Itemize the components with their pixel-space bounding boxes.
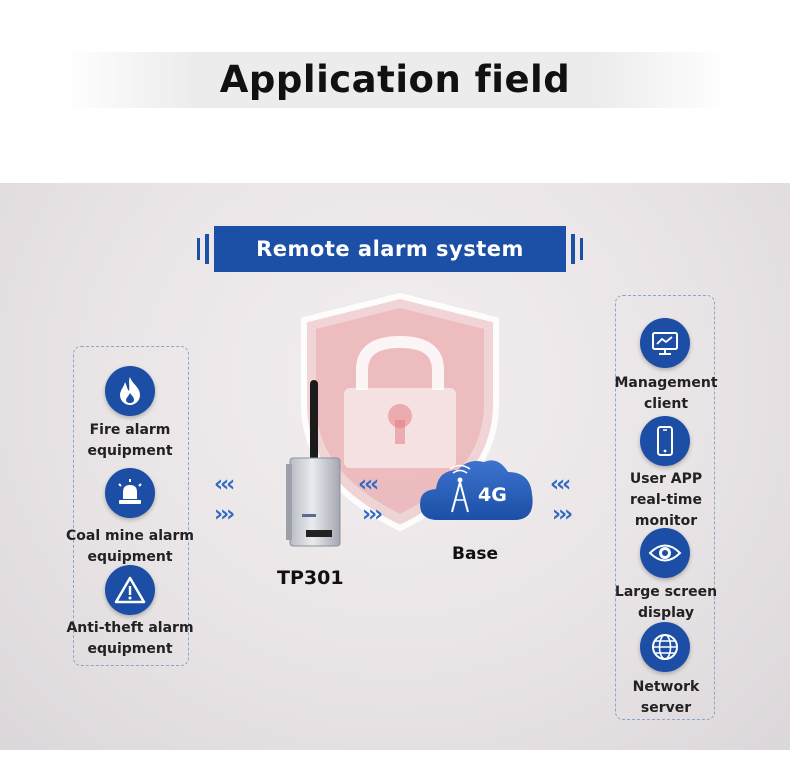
banner-tick-left-inner [205, 234, 209, 264]
arrows-mid-outgoing: ››› [362, 502, 383, 527]
coal-mine-alarm-label: Coal mine alarm equipment [66, 528, 194, 565]
fire-alarm-label: Fire alarm equipment [87, 422, 173, 459]
arrows-left-outgoing: ››› [214, 502, 235, 527]
arrows-mid-incoming: ‹‹‹ [358, 472, 379, 497]
banner-title: Remote alarm system [214, 226, 566, 272]
cloud-4g-text: 4G [478, 484, 507, 506]
bottom-band [0, 750, 790, 766]
arrows-right-incoming: ‹‹‹ [550, 472, 571, 497]
banner-tick-right-inner [571, 234, 575, 264]
arrows-left-incoming: ‹‹‹ [214, 472, 235, 497]
monitor-icon [640, 318, 690, 368]
shield-lock-icon [301, 292, 499, 532]
title-bar [60, 52, 730, 108]
smartphone-icon [640, 416, 690, 466]
cloud-4g-icon [420, 460, 533, 520]
eye-icon [640, 528, 690, 578]
user-app-label: User APP real-time monitor [629, 471, 703, 529]
large-screen-label: Large screen display [614, 584, 718, 621]
fire-icon [105, 366, 155, 416]
network-server-label: Network server [632, 679, 700, 716]
warning-icon [105, 565, 155, 615]
banner-tick-left-outer [197, 238, 200, 260]
base-label: Base [452, 544, 499, 564]
anti-theft-alarm-label: Anti-theft alarm equipment [66, 620, 194, 657]
alarm-light-icon [105, 468, 155, 518]
page-title: Application field [219, 58, 571, 101]
banner-tick-right-outer [580, 238, 583, 260]
arrows-right-outgoing: ››› [552, 502, 573, 527]
globe-icon [640, 622, 690, 672]
client-terminal-group [615, 295, 715, 720]
device-label: TP301 [277, 567, 344, 589]
alarm-equipment-group [73, 346, 189, 666]
management-client-label: Management client [614, 375, 718, 412]
tp301-device [286, 380, 341, 547]
